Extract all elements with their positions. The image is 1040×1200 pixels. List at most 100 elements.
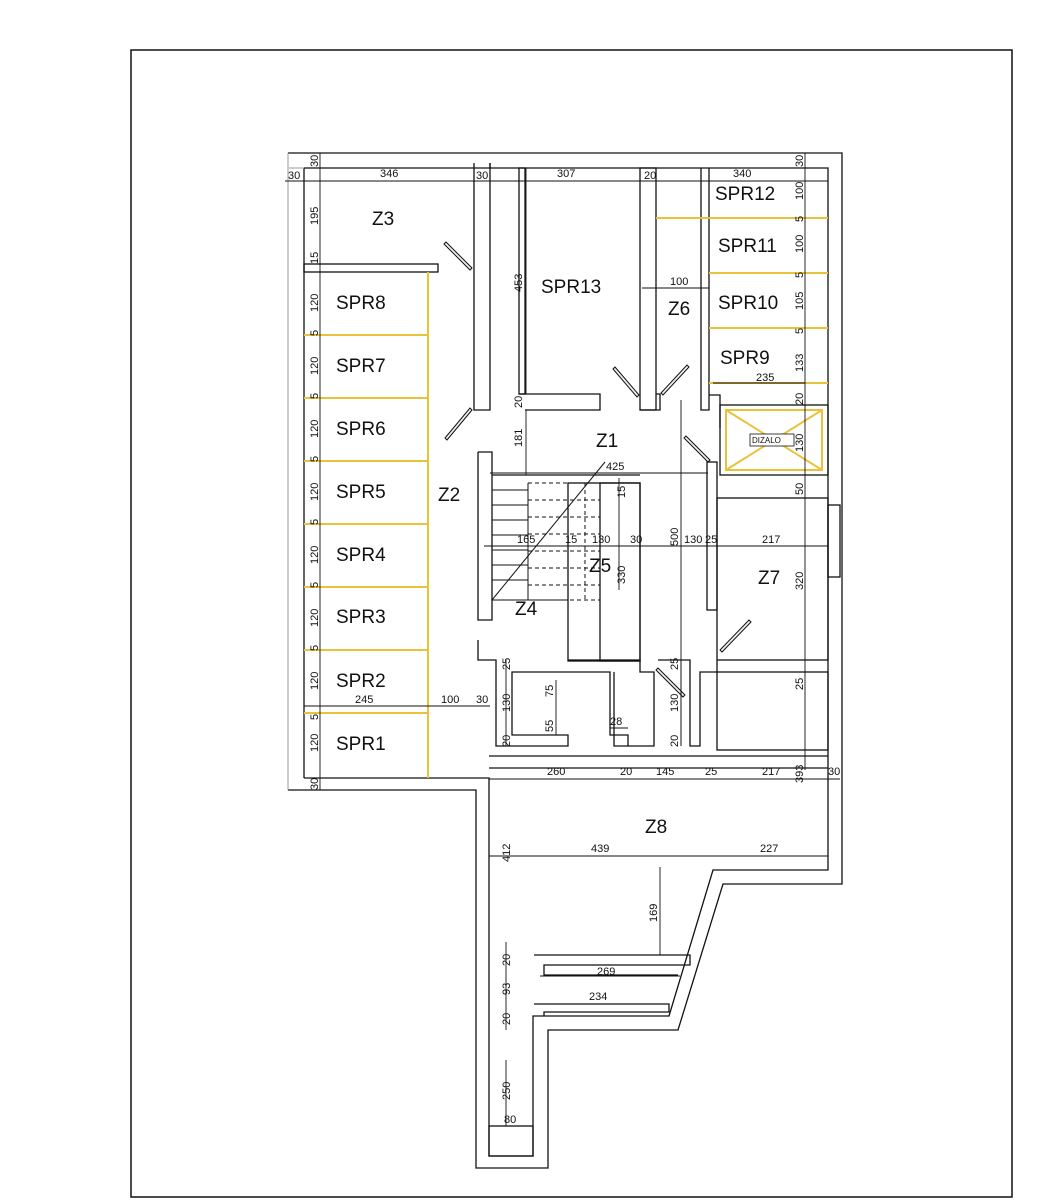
dim-label: 20 [644,170,656,182]
room-label-z7: Z7 [758,568,780,589]
dim-label: 130 [684,534,702,546]
dim-label-v: 5 [794,216,806,222]
dim-label-v: 25 [669,658,681,670]
dim-label: 235 [756,372,774,384]
dim-label-v: 5 [309,330,321,336]
dim-label-v: 105 [794,292,806,310]
room-label-z5: Z5 [589,556,611,577]
elevator-label-box [749,433,795,447]
dim-label-v: 30 [794,155,806,167]
dim-label-v: 25 [794,678,806,690]
dim-label-v: 20 [501,954,513,966]
dim-label-v: 30 [309,778,321,790]
dim-label-v: 393 [794,765,806,783]
dim-label-v: 320 [794,572,806,590]
dim-label-v: 100 [794,182,806,200]
dim-label: 260 [547,766,565,778]
room-label-spr9: SPR9 [720,348,770,369]
dim-label: 30 [476,694,488,706]
inner-walls [303,163,841,1157]
door-swings [443,241,752,698]
dim-label: 245 [355,694,373,706]
dim-label-v: 250 [501,1082,513,1100]
dim-label-v: 93 [501,983,513,995]
dimension-lines [285,153,840,1127]
dim-label: 307 [557,168,575,180]
dim-label-v: 120 [309,609,321,627]
dim-label: 30 [476,170,488,182]
dim-label-v: 25 [501,658,513,670]
dim-label: 30 [828,766,840,778]
room-label-spr11: SPR11 [718,236,777,257]
dim-label-v: 120 [309,357,321,375]
elevator-label: DIZALO [752,436,781,445]
dim-label-v: 169 [648,904,660,922]
room-label-z1: Z1 [596,431,618,452]
room-label-z6: Z6 [668,299,690,320]
dim-label-v: 330 [616,566,628,584]
dim-label-v: 20 [669,735,681,747]
room-label-spr7: SPR7 [336,356,386,377]
dim-label-v: 120 [309,420,321,438]
dim-label-v: 5 [309,456,321,462]
dim-label-v: 130 [501,694,513,712]
dim-label: 15 [565,534,577,546]
dim-label: 439 [591,843,609,855]
dim-label: 227 [760,843,778,855]
dim-label-v: 5 [309,519,321,525]
room-label-spr5: SPR5 [336,482,386,503]
dim-label: 25 [705,534,717,546]
room-label-spr3: SPR3 [336,607,386,628]
dim-label-v: 133 [794,354,806,372]
room-label-spr13: SPR13 [541,277,601,298]
room-label-spr1: SPR1 [336,734,386,755]
dim-label: 20 [620,766,632,778]
dim-label: 340 [733,168,751,180]
dim-label-v: 30 [309,155,321,167]
dim-label-v: 55 [544,720,556,732]
dim-label: 30 [630,534,642,546]
dim-label: 425 [606,461,624,473]
dim-label-v: 20 [501,1013,513,1025]
dim-label-v: 5 [794,328,806,334]
room-label-spr6: SPR6 [336,419,386,440]
dim-label-v: 15 [309,252,321,264]
dim-label-v: 5 [309,714,321,720]
dim-label-v: 75 [544,685,556,697]
dim-label-v: 120 [309,734,321,752]
dim-label: 145 [656,766,674,778]
room-label-spr8: SPR8 [336,293,386,314]
dim-label-v: 50 [794,483,806,495]
dim-label-v: 100 [794,235,806,253]
dim-label-v: 120 [309,672,321,690]
dim-label-v: 120 [309,294,321,312]
dim-label: 25 [705,766,717,778]
dim-label: 346 [380,168,398,180]
dim-label-v: 500 [669,528,681,546]
dim-label: 217 [762,766,780,778]
dim-label: 100 [670,276,688,288]
room-label-spr2: SPR2 [336,671,386,692]
dimension-labels: 30 346 30 307 20 340 100 235 425 165 15 … [288,168,840,1126]
dim-label-v: 20 [513,396,525,408]
room-label-z2: Z2 [438,485,460,506]
room-label-spr12: SPR12 [715,184,775,205]
dim-label-v: 5 [309,582,321,588]
dim-label: 100 [441,694,459,706]
dim-label-v: 195 [309,207,321,225]
room-label-z3: Z3 [372,209,394,230]
room-label-z8: Z8 [645,817,667,838]
dim-label-v: 5 [794,272,806,278]
dim-label-v: 5 [309,393,321,399]
dim-label-v: 20 [794,393,806,405]
dim-label-v: 5 [309,645,321,651]
dim-label-v: 20 [501,735,513,747]
room-label-spr10: SPR10 [718,293,778,314]
dim-label-v: 130 [669,694,681,712]
room-labels: Z3 SPR8 SPR7 SPR6 SPR5 SPR4 SPR3 SPR2 SP… [336,184,780,838]
dim-label: 234 [589,991,607,1003]
left-edge [287,153,304,790]
dim-label-v: 412 [501,844,513,862]
dim-label: 217 [762,534,780,546]
